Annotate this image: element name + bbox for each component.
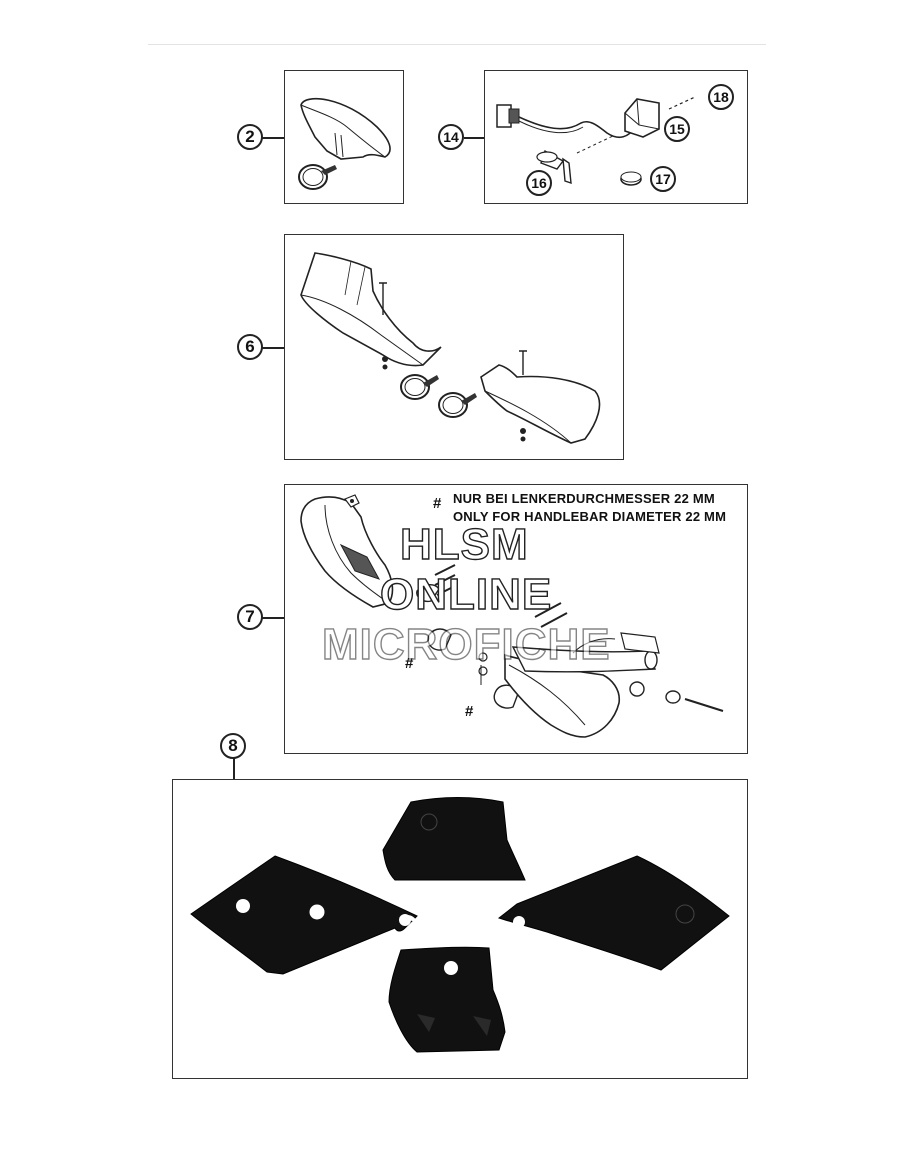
note-line-english: ONLY FOR HANDLEBAR DIAMETER 22 MM bbox=[453, 509, 727, 524]
leader-7 bbox=[262, 617, 284, 619]
callout-14: 14 bbox=[438, 124, 464, 150]
wiring-harness-drawing bbox=[496, 96, 696, 186]
callout-17: 17 bbox=[650, 166, 676, 192]
number-plate-decals-drawing bbox=[190, 797, 730, 1053]
leader-8 bbox=[233, 758, 235, 780]
top-divider bbox=[148, 44, 766, 45]
watermark-line-3: MICROFICHE bbox=[321, 619, 611, 669]
leader-14 bbox=[464, 137, 484, 139]
leader-6 bbox=[262, 347, 284, 349]
watermark-line-1: HLSM bbox=[399, 519, 529, 569]
panel-item-6 bbox=[284, 234, 624, 460]
callout-8: 8 bbox=[220, 733, 246, 759]
callout-2: 2 bbox=[237, 124, 263, 150]
callout-16: 16 bbox=[526, 170, 552, 196]
callout-18: 18 bbox=[708, 84, 734, 110]
headlight-mask-drawing bbox=[298, 97, 391, 190]
callout-7: 7 bbox=[237, 604, 263, 630]
callout-6: 6 bbox=[237, 334, 263, 360]
note-hash-symbol: # bbox=[433, 495, 442, 512]
panel-item-7: # NUR BEI LENKERDURCHMESSER 22 MM ONLY F… bbox=[284, 484, 748, 754]
panel-item-14 bbox=[484, 70, 748, 204]
watermark-line-2: ONLINE bbox=[379, 569, 553, 619]
note-line-german: NUR BEI LENKERDURCHMESSER 22 MM bbox=[453, 491, 715, 506]
callout-15: 15 bbox=[664, 116, 690, 142]
panel-item-2 bbox=[284, 70, 404, 204]
hash-mark-clamp-lower: # bbox=[465, 703, 474, 720]
panel-item-8 bbox=[172, 779, 748, 1079]
handguard-pair-drawing bbox=[300, 252, 601, 444]
leader-2 bbox=[262, 137, 284, 139]
hash-mark-clamp-upper: # bbox=[405, 655, 414, 672]
handguard-mount-kit-drawing bbox=[300, 494, 724, 738]
